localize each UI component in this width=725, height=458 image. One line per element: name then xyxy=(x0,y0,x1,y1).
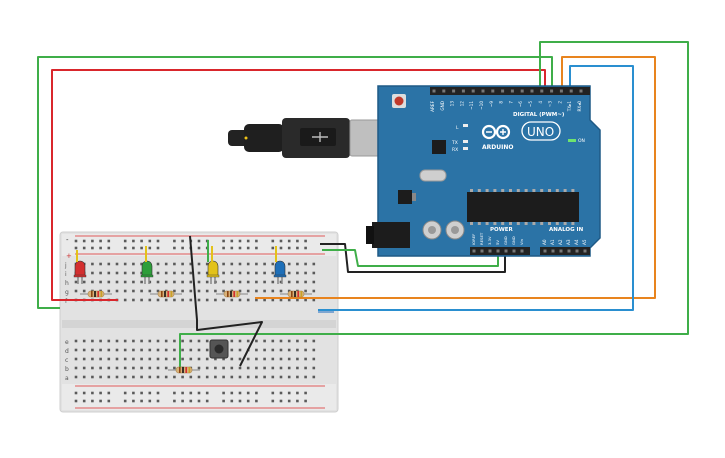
power-pin-label: 5V xyxy=(495,240,500,245)
brand-label: ARDUINO xyxy=(482,144,513,151)
arduino-logo xyxy=(481,124,511,140)
tx-label: TX xyxy=(451,140,458,146)
power-pin-label: 3.3V xyxy=(487,236,492,245)
power-jack xyxy=(372,222,410,248)
usb-cable xyxy=(228,118,403,158)
digital-pin-label: ~3 xyxy=(548,101,553,108)
wire-black-button xyxy=(189,235,263,367)
row-letter-e: e xyxy=(65,339,69,346)
wire-black-rail xyxy=(320,243,506,273)
row-letter-h: h xyxy=(65,280,69,287)
digital-pin-label: 13 xyxy=(450,101,455,107)
led-leads-top xyxy=(76,246,277,262)
led-group xyxy=(73,260,287,284)
power-pin-label: RESET xyxy=(479,232,484,245)
digital-pin-label: 2 xyxy=(557,101,562,104)
row-letter-d: d xyxy=(65,348,69,355)
row-letter-a: a xyxy=(65,375,69,382)
push-button[interactable] xyxy=(209,339,229,359)
on-label: ON xyxy=(578,138,585,144)
digital-pin-label: ~6 xyxy=(518,101,523,108)
wire-blue xyxy=(318,65,634,311)
digital-pin-label: TX▸1 xyxy=(567,101,572,113)
l-label: L xyxy=(456,125,459,131)
digital-pin-label: 12 xyxy=(459,101,464,107)
wire-green-outer xyxy=(37,56,553,309)
breadboard-row-letters: j i h g f e d c b a xyxy=(64,262,69,382)
rail-minus-label: - xyxy=(66,236,69,244)
power-pin-label: GND xyxy=(511,236,516,245)
row-letter-b: b xyxy=(65,366,69,373)
digital-pin-label: 4 xyxy=(538,101,543,104)
resistor-4[interactable] xyxy=(280,290,312,298)
digital-pin-label: 8 xyxy=(499,101,504,104)
digital-pin-label: GND xyxy=(440,101,445,111)
usb-chip xyxy=(432,140,446,154)
digital-header xyxy=(430,87,590,95)
resistor-3[interactable] xyxy=(216,290,248,298)
wires[interactable] xyxy=(37,41,689,370)
power-pin-label: Vin xyxy=(519,238,524,245)
led-blue[interactable] xyxy=(273,260,287,284)
row-letter-g: g xyxy=(65,289,69,296)
power-pin-label: GND xyxy=(503,236,508,245)
wire-green-rail xyxy=(322,248,499,267)
model-label: UNO xyxy=(527,125,554,139)
led-red[interactable] xyxy=(73,260,87,284)
breadboard[interactable]: + - xyxy=(59,231,339,413)
digital-pin-label: RX◂0 xyxy=(577,101,582,112)
row-letter-i: i xyxy=(65,271,67,278)
analog-pin-label: A2 xyxy=(558,239,563,245)
rail-plus-label: + xyxy=(66,252,72,260)
wire-orange xyxy=(255,56,656,299)
analog-pin-label: A4 xyxy=(574,239,579,245)
analog-pin-label: A3 xyxy=(566,239,571,245)
analog-label: ANALOG IN xyxy=(549,227,584,233)
resistor-2[interactable] xyxy=(150,290,182,298)
digital-pin-labels: AREF GND 13 12 ~11 ~10 ~9 8 7 ~6 ~5 4 ~3 2 TX▸1 RX◂0 xyxy=(430,100,582,112)
power-label: POWER xyxy=(490,227,514,233)
analog-pin-label: A1 xyxy=(550,239,555,245)
wire-green-right xyxy=(179,41,689,370)
led-green[interactable] xyxy=(140,260,154,284)
atmega-chip xyxy=(467,192,579,222)
analog-pin-label: A0 xyxy=(542,239,547,245)
row-letter-f: f xyxy=(65,298,68,305)
digital-pin-label: ~5 xyxy=(528,101,533,108)
wire-red xyxy=(51,69,546,301)
row-letter-c: c xyxy=(65,357,68,364)
digital-label: DIGITAL (PWM~) xyxy=(513,112,565,118)
digital-pin-label: ~10 xyxy=(479,101,484,110)
crystal xyxy=(419,169,447,182)
analog-pin-label: A5 xyxy=(582,239,587,245)
rx-label: RX xyxy=(452,147,458,153)
analog-header xyxy=(540,247,590,255)
voltage-regulator xyxy=(398,190,412,204)
led-yellow[interactable] xyxy=(206,260,220,284)
resistor-group xyxy=(80,290,312,374)
digital-pin-holes xyxy=(432,89,583,93)
row-letter-j: j xyxy=(64,262,67,269)
power-pin-label: IOREF xyxy=(471,234,476,245)
digital-pin-label: ~11 xyxy=(469,101,474,110)
digital-pin-label: ~9 xyxy=(489,101,494,108)
resistor-5[interactable] xyxy=(168,366,200,374)
resistor-1[interactable] xyxy=(80,290,112,298)
arduino-uno-board[interactable]: AREF GND 13 12 ~11 ~10 ~9 8 7 ~6 ~5 4 ~3 2 TX▸1 RX◂0 DI… xyxy=(366,85,601,257)
digital-pin-label: AREF xyxy=(430,100,435,111)
digital-pin-label: 7 xyxy=(508,101,513,104)
power-header xyxy=(470,247,530,255)
